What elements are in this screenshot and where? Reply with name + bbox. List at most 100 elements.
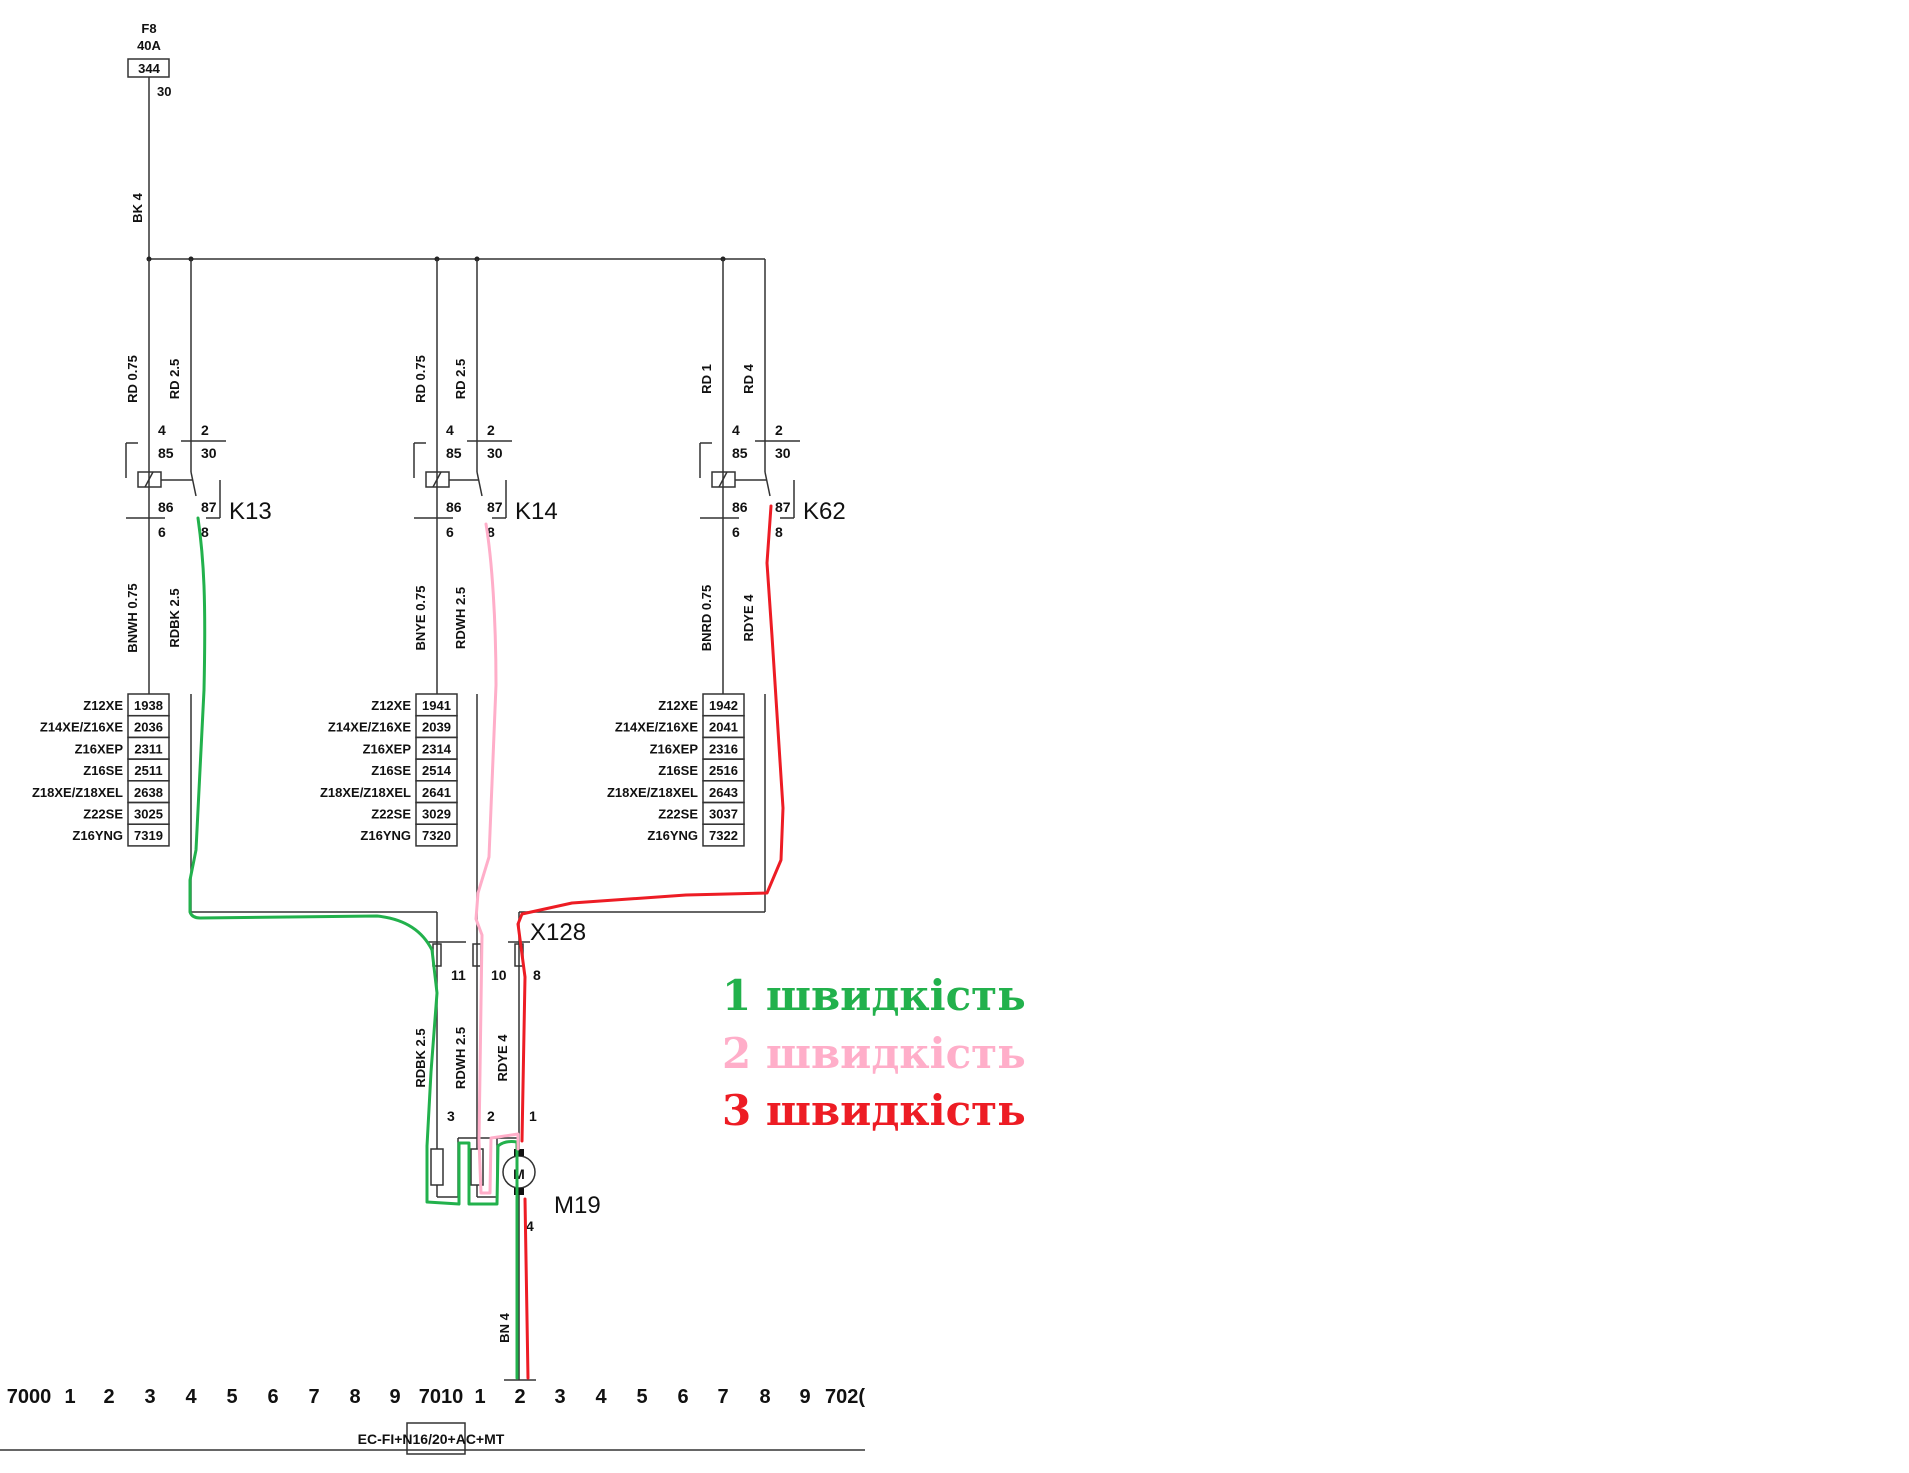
pin-label: 86 [446,499,462,515]
engine-variant-label: Z22SE [83,807,123,822]
ruler-number: 1 [474,1386,485,1408]
connector-pin-label: 8 [533,967,541,983]
engine-variant-label: Z22SE [658,807,698,822]
fuse-name: F8 [141,21,156,36]
variant-box [406,1422,466,1455]
engine-variant-label: Z12XE [83,698,123,713]
wire-label: BNYE 0.75 [413,585,428,650]
connector-pin-label: 10 [491,967,507,983]
engine-code-number: 2036 [134,720,163,735]
ruler-number: 4 [185,1386,197,1408]
resistor [430,1148,444,1186]
pin-label: 87 [775,499,791,515]
relay-name: K14 [515,498,558,525]
engine-variant-label: Z14XE/Z16XE [40,720,123,735]
ruler-number: 5 [636,1386,647,1408]
engine-code-number: 2039 [422,720,451,735]
pin-label: 4 [446,422,454,438]
ruler-number: 7000 [7,1386,52,1408]
connector-pin-label: 11 [451,967,466,983]
speed-1-path [188,516,519,1380]
pin-label: 4 [158,422,166,438]
engine-code-number: 2641 [422,785,451,800]
engine-code-number: 2311 [134,741,162,756]
ruler-number: 8 [759,1386,770,1408]
engine-code-number: 7322 [709,828,738,843]
ruler-number: 8 [349,1386,360,1408]
relay-name: K62 [803,498,846,525]
engine-variant-label: Z12XE [371,698,411,713]
engine-variant-label: Z14XE/Z16XE [615,720,698,735]
motor-name: M19 [554,1192,601,1219]
pin-label: 30 [487,445,503,461]
pin-label: 2 [487,422,495,438]
motor-ground-pin: 4 [526,1218,534,1234]
engine-variant-label: Z16XEP [75,741,124,756]
fuse-pin: 30 [157,84,171,99]
wire-label: BNRD 0.75 [699,585,714,651]
pin-label: 85 [446,445,462,461]
wire-label: RD 0.75 [413,355,428,403]
pin-label: 87 [201,499,217,515]
ruler-number: 9 [799,1386,810,1408]
engine-variant-label: Z16SE [658,763,698,778]
wire-label: RD 1 [699,364,714,394]
engine-variant-label: Z14XE/Z16XE [328,720,411,735]
relay-contact-blade [190,471,197,497]
pin-label: 30 [201,445,217,461]
motor-terminal [514,1188,524,1195]
wire-label: RD 2.5 [453,359,468,399]
engine-code-number: 2041 [709,720,738,735]
legend-item: 3 швидкість [722,1086,1026,1135]
engine-code-number: 2638 [134,785,163,800]
engine-code-number: 2516 [709,763,738,778]
pin-label: 86 [158,499,174,515]
ruler-number: 6 [677,1386,688,1408]
engine-code-number: 1941 [422,698,451,713]
pin-label: 4 [732,422,740,438]
engine-code-number: 3029 [422,807,451,822]
engine-variant-label: Z12XE [658,698,698,713]
main-wire-label: BK 4 [130,192,145,222]
ruler-number: 1 [64,1386,75,1408]
engine-variant-label: Z18XE/Z18XEL [32,785,123,800]
engine-variant-label: Z18XE/Z18XEL [607,785,698,800]
wire-label: RD 2.5 [167,359,182,399]
engine-code-number: 2314 [422,741,452,756]
speed-3-path [516,504,785,1380]
pin-label: 85 [732,445,748,461]
pin-label: 6 [446,524,454,540]
ruler-number: 3 [144,1386,155,1408]
engine-table-cell [127,823,170,847]
ruler-number: 2 [514,1386,525,1408]
engine-variant-label: Z22SE [371,807,411,822]
motor-pin-label: 2 [487,1108,495,1124]
engine-variant-label: Z16SE [83,763,123,778]
engine-variant-label: Z16YNG [360,828,411,843]
engine-code-number: 2643 [709,785,738,800]
connector-name: X128 [530,919,586,946]
relay-coil [718,471,728,488]
wire-label: RDBK 2.5 [413,1028,428,1087]
wire-label: RDWH 2.5 [453,1027,468,1089]
wire-label: BN 4 [497,1312,512,1342]
pin-label: 6 [158,524,166,540]
engine-variant-label: Z16YNG [72,828,123,843]
motor-letter: M [513,1166,525,1182]
pin-label: 8 [201,524,209,540]
engine-variant-label: Z18XE/Z18XEL [320,785,411,800]
pin-label: 6 [732,524,740,540]
ruler-number: 4 [595,1386,607,1408]
engine-code-number: 2514 [422,763,452,778]
relay-contact-blade [476,471,483,497]
motor-terminal [514,1149,524,1156]
ruler-number: 7 [717,1386,728,1408]
engine-code-number: 1938 [134,698,163,713]
relay-coil [144,471,154,488]
pin-label: 86 [732,499,748,515]
engine-variant-label: Z16YNG [647,828,698,843]
engine-code-number: 2316 [709,741,738,756]
pin-label: 8 [487,524,495,540]
wire-label: RDBK 2.5 [167,588,182,647]
